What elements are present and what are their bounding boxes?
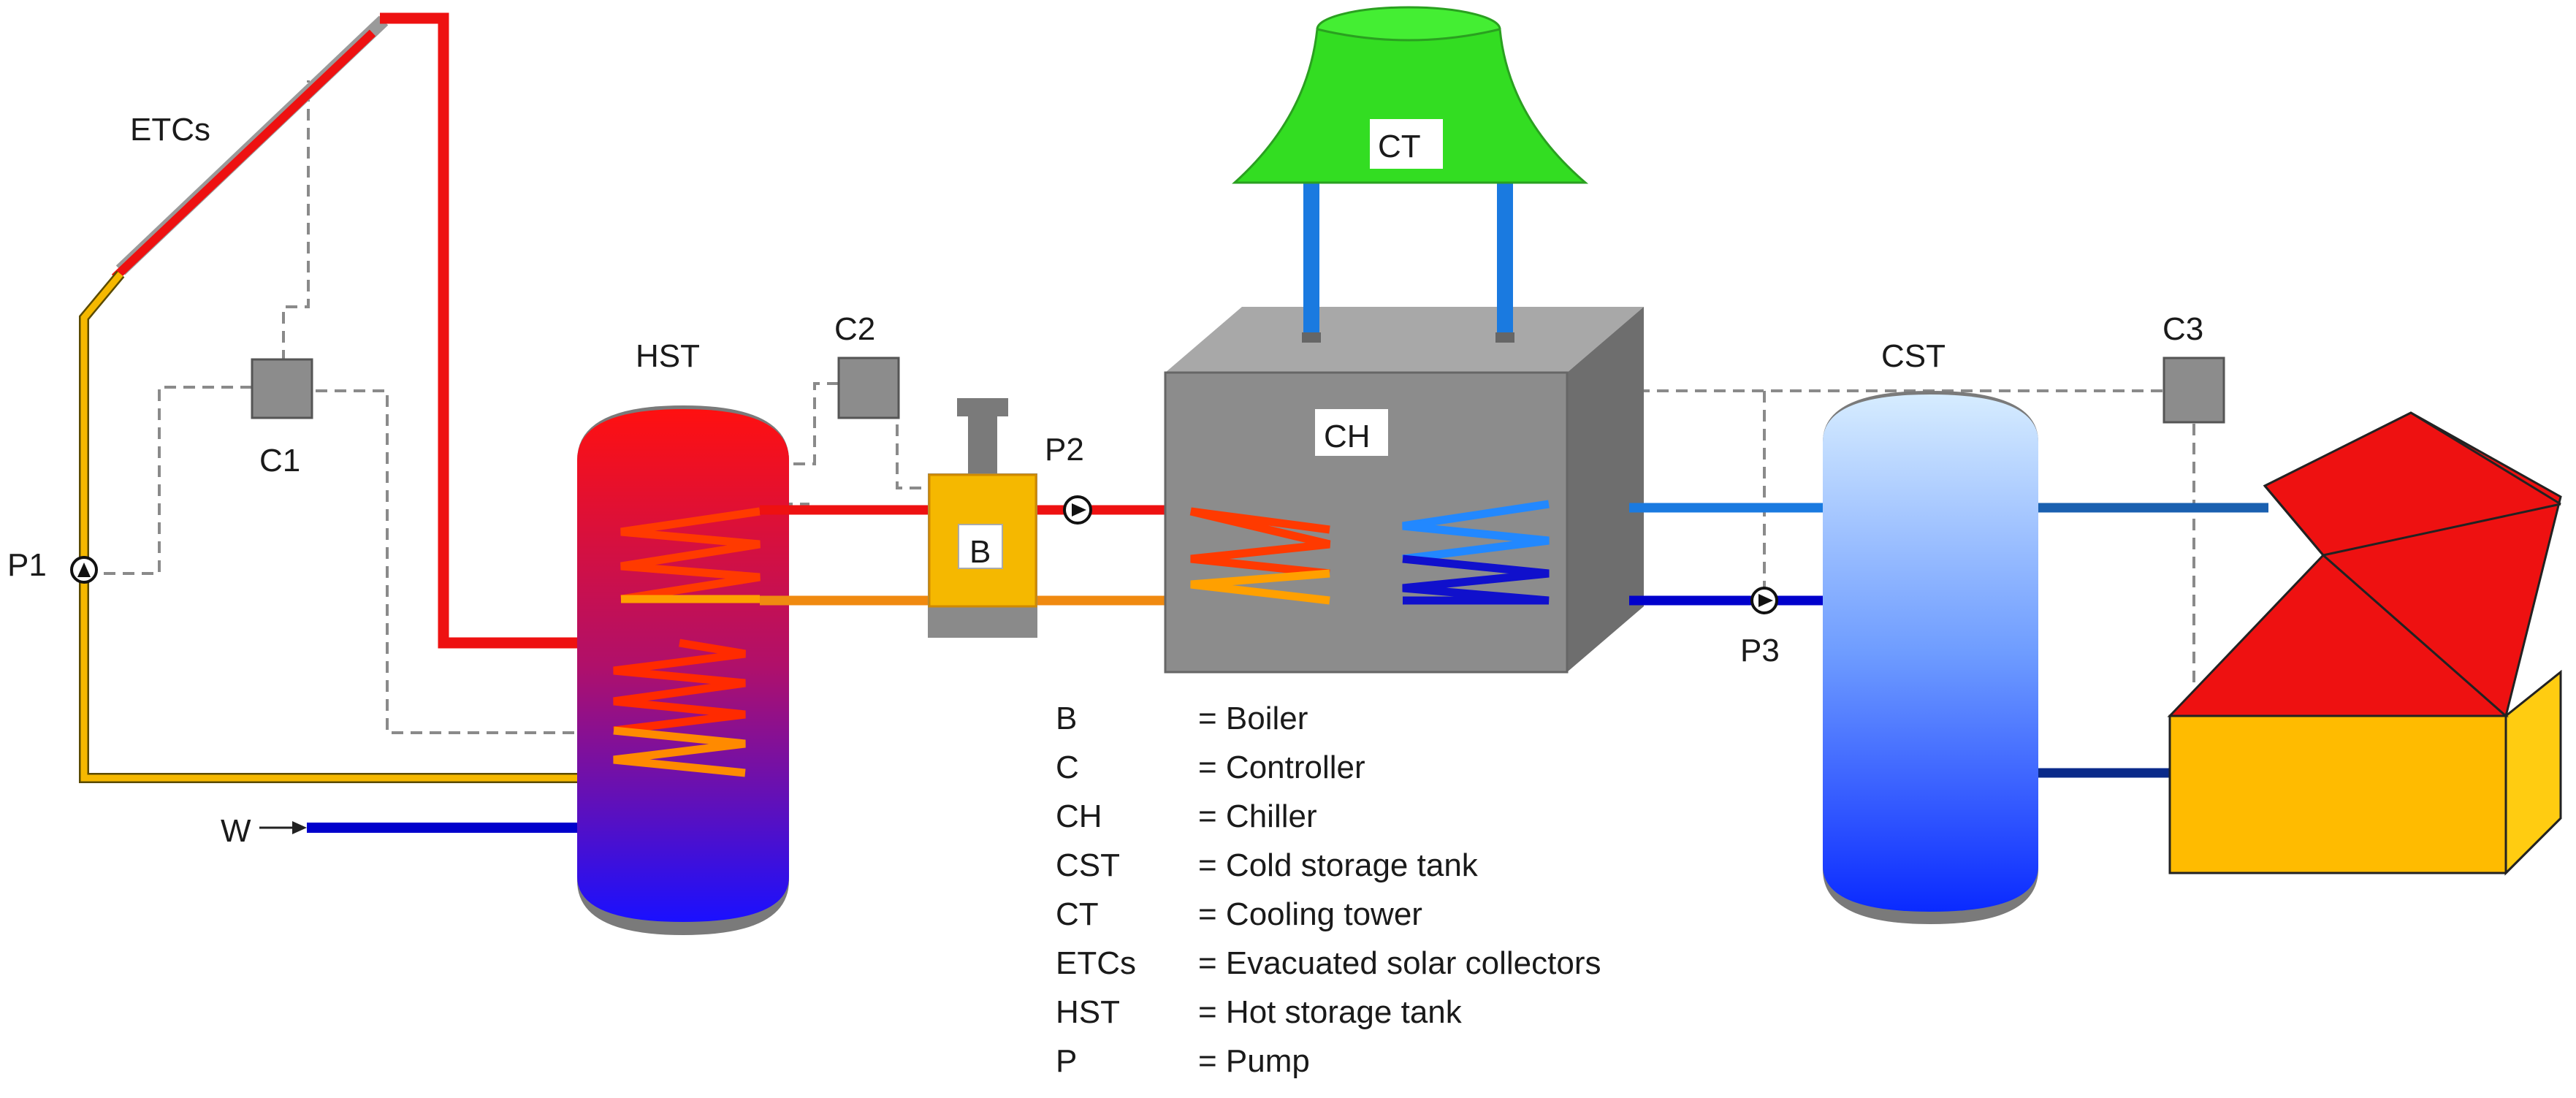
legend-abbr: HST <box>1056 994 1120 1030</box>
controller-c1 <box>251 358 313 419</box>
label-p2: P2 <box>1045 432 1084 468</box>
house <box>2167 411 2562 876</box>
label-p3: P3 <box>1740 633 1780 668</box>
cold-water-inlet-pipe <box>259 821 581 834</box>
hst-lower-coil <box>613 638 746 777</box>
legend-abbr: CH <box>1056 798 1102 834</box>
label-w: W <box>221 813 251 849</box>
pump-p2 <box>1063 495 1092 525</box>
legend-abbr: B <box>1056 701 1077 736</box>
controller-c3 <box>2162 357 2225 424</box>
cooling-tower-pipe-ends <box>1302 332 1514 343</box>
cooling-tower <box>1232 6 1589 184</box>
cst-to-house-pipes <box>2038 503 2268 778</box>
hst-upper-coil <box>620 507 761 603</box>
legend-desc: = Controller <box>1198 750 1365 785</box>
pump-p1 <box>70 556 98 584</box>
chiller-to-cst-pipes <box>1629 503 1823 606</box>
legend-desc: = Hot storage tank <box>1198 994 1463 1030</box>
chiller-cold-coil <box>1402 500 1550 605</box>
legend-abbr: C <box>1056 750 1079 785</box>
evacuated-solar-collectors <box>111 15 389 281</box>
label-b: B <box>969 534 991 570</box>
legend-abbr: P <box>1056 1043 1077 1079</box>
pump-p3 <box>1750 587 1778 614</box>
legend-desc: = Boiler <box>1198 701 1308 736</box>
legend-desc: = Cold storage tank <box>1198 847 1479 883</box>
chiller-hot-coil <box>1189 507 1331 605</box>
label-c1: C1 <box>259 443 300 479</box>
label-hst: HST <box>636 338 700 374</box>
label-ch: CH <box>1324 419 1371 454</box>
label-ct: CT <box>1378 129 1421 164</box>
legend: B = Boiler C = Controller CH = Chiller C… <box>1056 701 1601 1079</box>
label-c2: C2 <box>834 311 875 347</box>
label-etcs: ETCs <box>130 112 210 148</box>
legend-abbr: CT <box>1056 896 1099 932</box>
hot-storage-tank <box>577 405 789 935</box>
controller-c2 <box>837 357 900 419</box>
legend-abbr: ETCs <box>1056 945 1136 981</box>
label-c3: C3 <box>2162 311 2203 347</box>
legend-abbr: CST <box>1056 847 1120 883</box>
solar-supply-pipe <box>380 12 679 649</box>
label-p1: P1 <box>7 547 47 583</box>
legend-desc: = Evacuated solar collectors <box>1198 945 1601 981</box>
label-cst: CST <box>1881 338 1946 374</box>
legend-desc: = Chiller <box>1198 798 1317 834</box>
legend-desc: = Pump <box>1198 1043 1310 1079</box>
solar-return-pipe-fill <box>80 272 749 782</box>
chiller <box>1164 307 1644 674</box>
boiler <box>928 398 1037 638</box>
cold-storage-tank <box>1823 391 2038 924</box>
cooling-tower-pipes <box>1303 183 1513 340</box>
legend-desc: = Cooling tower <box>1198 896 1422 932</box>
